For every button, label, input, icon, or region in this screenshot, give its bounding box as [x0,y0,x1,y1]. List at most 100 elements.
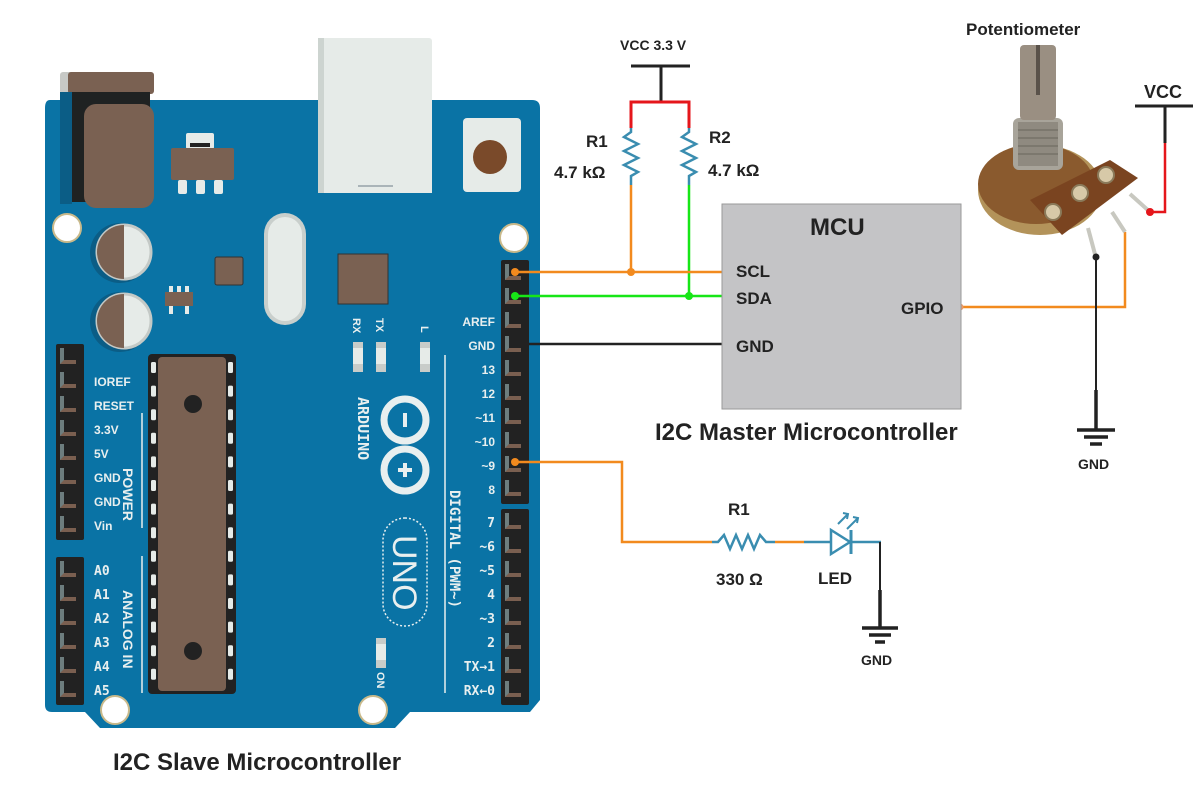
led-resistor [712,531,775,553]
r2-name: R2 [709,128,731,147]
header-pin[interactable] [505,513,521,529]
pin-label: 12 [482,387,496,401]
pin-label: A1 [94,588,110,603]
pullup-network: VCC 3.3 V R1 4.7 kΩ R2 4.7 kΩ [554,37,759,185]
digital-group-label: DIGITAL (PWM~) [446,490,462,608]
header-pin[interactable] [505,561,521,577]
pin-label: 7 [487,516,495,531]
pin-label: ~5 [479,564,495,579]
usb-chip [337,253,389,305]
pin9-led-wire [515,460,712,544]
pin-label: RX←0 [464,684,495,699]
pin-label: IOREF [94,375,131,389]
header-pin[interactable] [60,492,76,508]
header-pin[interactable] [60,633,76,649]
pin-label: RESET [94,399,135,413]
header-pin[interactable] [505,264,521,280]
l-led-label: L [418,326,430,333]
header-pin[interactable] [505,408,521,424]
on-led-label: ON [374,672,386,689]
pin-label: ~10 [475,435,496,449]
pin-label: 8 [488,483,495,497]
board-leds [353,342,430,668]
pin-label: A5 [94,684,110,699]
mcu-title: MCU [810,214,865,241]
header-pin[interactable] [505,480,521,496]
mcu-pin-gpio: GPIO [901,299,944,318]
header-pin[interactable] [505,336,521,352]
r1-value: 4.7 kΩ [554,163,605,182]
pin-label: 3.3V [94,423,119,437]
header-pin[interactable] [60,468,76,484]
vcc-3v3-label: VCC 3.3 V [620,37,687,53]
tx-led-label: TX [373,318,385,333]
small-chip [214,256,244,286]
pot-gnd: GND [1077,253,1115,472]
header-pin[interactable] [60,585,76,601]
reset-button[interactable] [463,118,521,192]
header-pin[interactable] [60,657,76,673]
voltage-regulator [171,133,234,194]
header-pin[interactable] [505,609,521,625]
pin-label: GND [94,495,121,509]
pin-label: 4 [487,588,495,603]
rx-led-label: RX [350,318,362,334]
header-pin[interactable] [505,633,521,649]
header-pin[interactable] [505,384,521,400]
mounting-hole [100,695,130,725]
header-pin[interactable] [505,360,521,376]
pin-label: AREF [462,315,495,329]
arduino-logo [380,395,430,495]
mounting-hole [52,213,82,243]
uno-label: UNO [385,535,423,611]
led-resistor-value: 330 Ω [716,570,763,589]
pin-label: 5V [94,447,109,461]
pin-label: ~6 [479,540,495,555]
led-resistor-name: R1 [728,500,750,519]
pin-label: ~11 [475,411,495,425]
header-pin[interactable] [60,348,76,364]
mcu-pin-sda: SDA [736,289,772,308]
pot-vcc-supply: VCC [1135,82,1193,216]
pin-label: ~9 [481,459,495,473]
header-pin[interactable] [505,681,521,697]
mcu-caption: I2C Master Microcontroller [655,419,958,446]
header-pin[interactable] [60,420,76,436]
mcu-pin-gnd: GND [736,337,774,356]
header-pin[interactable] [60,681,76,697]
analog-group-label: ANALOG IN [120,590,136,669]
r1-pullup-resistor [621,128,641,185]
arduino-caption: I2C Slave Microcontroller [113,749,401,776]
header-pin[interactable] [505,657,521,673]
mcu-pin-scl: SCL [736,262,770,281]
header-pin[interactable] [505,585,521,601]
header-pin[interactable] [60,444,76,460]
led-label: LED [818,569,852,588]
led-diode-icon [829,512,881,557]
pin-label: 2 [487,636,495,651]
header-pin[interactable] [60,372,76,388]
header-pin[interactable] [60,396,76,412]
pin-label: A4 [94,660,110,675]
header-pin[interactable] [505,537,521,553]
capacitor [90,223,153,283]
pot-gnd-label: GND [1078,456,1109,472]
header-pin[interactable] [505,456,521,472]
r2-value: 4.7 kΩ [708,161,759,180]
gpio-pot-wire [960,232,1127,309]
header-pin[interactable] [505,288,521,304]
arduino-brand: ARDUINO [354,397,372,460]
header-pin[interactable] [505,312,521,328]
header-pin[interactable] [60,561,76,577]
pin-label: Vin [94,519,112,533]
mounting-hole [358,695,388,725]
header-pin[interactable] [60,516,76,532]
led-circuit: R1 330 Ω LED GND [712,500,898,668]
mcu-block: MCU SCL SDA GND GPIO [721,203,962,410]
transistor [165,286,193,314]
header-pin[interactable] [505,432,521,448]
pin-label: 13 [482,363,496,377]
pin-label: A0 [94,564,110,579]
header-pin[interactable] [60,609,76,625]
